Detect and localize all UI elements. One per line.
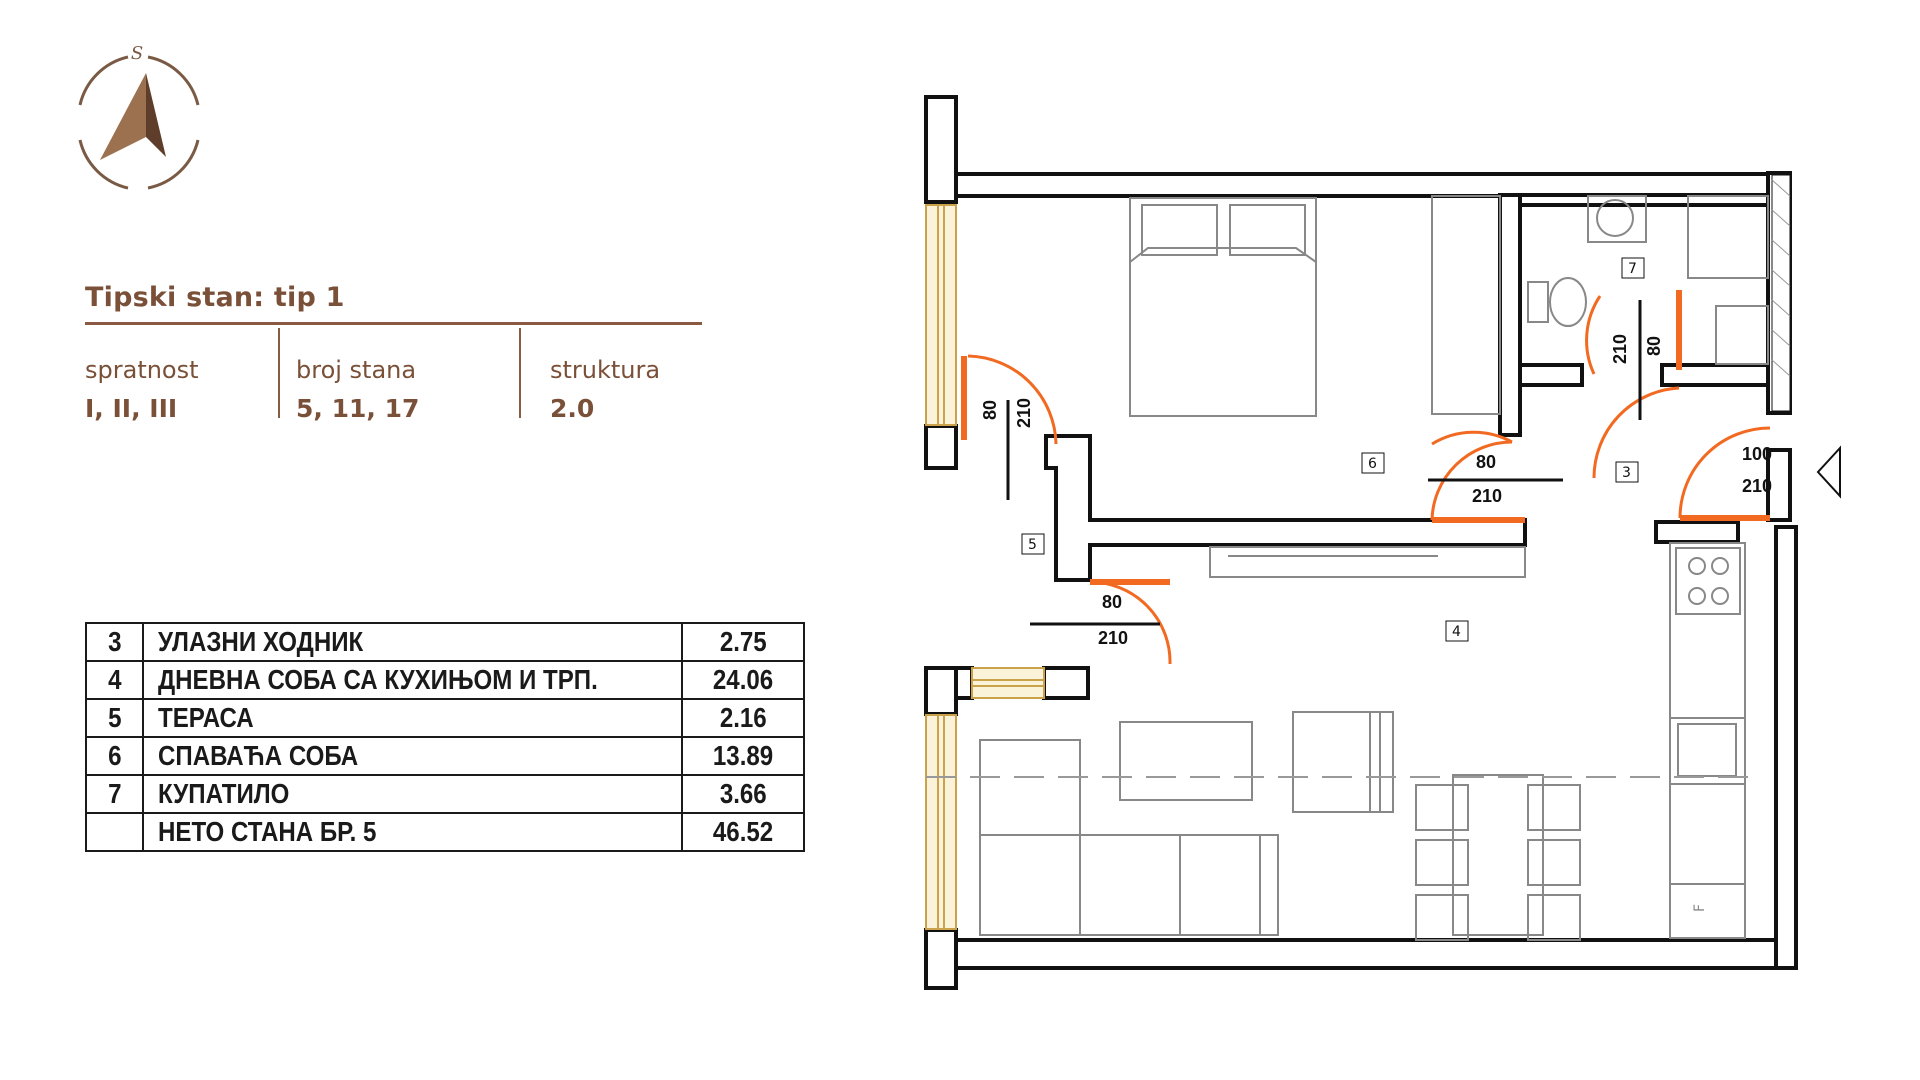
room-area: 2.16	[719, 702, 767, 733]
title-rule	[85, 322, 702, 325]
door-dim-height: 210	[1014, 398, 1034, 428]
info-apartment-number: broj stana 5, 11, 17	[296, 356, 419, 423]
info-structure-label: struktura	[550, 356, 661, 384]
info-divider	[519, 328, 521, 418]
room-area: 24.06	[712, 664, 774, 695]
dimension-lines	[1006, 300, 1642, 626]
room-area: 3.66	[719, 778, 767, 809]
total-label: НЕТО СТАНА БР. 5	[158, 816, 377, 847]
floor-plan: F 80 210 80 210 80 210 100 210 80 210	[924, 95, 1841, 990]
door-dim-width: 100	[1742, 444, 1772, 464]
table-row-total: НЕТО СТАНА БР. 5 46.52	[85, 812, 805, 852]
furniture	[979, 195, 1769, 941]
door-dim-height: 210	[1742, 476, 1772, 496]
table-row: 3 УЛАЗНИ ХОДНИК 2.75	[85, 622, 805, 662]
table-row: 5 ТЕРАСА 2.16	[85, 698, 805, 738]
table-row: 4 ДНЕВНА СОБА СА КУХИЊОМ И ТРП. 24.06	[85, 660, 805, 700]
door-dim-width: 80	[1102, 592, 1122, 612]
windows	[925, 204, 1045, 930]
wardrobe	[1431, 195, 1501, 415]
info-structure: struktura 2.0	[550, 356, 660, 423]
room-number: 5	[107, 702, 122, 733]
room-tag: 4	[1452, 624, 1461, 640]
info-floors: spratnost I, II, III	[85, 356, 199, 423]
info-structure-value: 2.0	[550, 394, 595, 423]
room-name: СПАВАЋА СОБА	[158, 740, 359, 771]
room-number: 3	[107, 626, 122, 657]
room-name: ТЕРАСА	[158, 702, 254, 733]
compass-icon: S	[78, 45, 200, 190]
page-title: Tipski stan: tip 1	[85, 282, 345, 313]
info-apartment-label: broj stana	[296, 356, 417, 384]
walls	[924, 95, 1798, 990]
door-dim-height: 210	[1098, 628, 1128, 648]
info-divider	[278, 328, 280, 418]
room-area-table: 3 УЛАЗНИ ХОДНИК 2.75 4 ДНЕВНА СОБА СА КУ…	[85, 622, 805, 852]
room-number: 6	[107, 740, 122, 771]
room-tag: 3	[1622, 465, 1631, 481]
door-dim-width: 80	[1476, 452, 1496, 472]
fridge-label: F	[1692, 904, 1708, 912]
room-tags: 6 3 5 4 7	[1021, 257, 1645, 642]
room-name: УЛАЗНИ ХОДНИК	[158, 626, 364, 657]
room-name: КУПАТИЛО	[158, 778, 290, 809]
table-row: 7 КУПАТИЛО 3.66	[85, 774, 805, 814]
hatched-wall	[1771, 174, 1791, 412]
room-tag: 6	[1368, 456, 1377, 472]
door-dim-height: 210	[1472, 486, 1502, 506]
info-apartment-value: 5, 11, 17	[296, 394, 420, 423]
entrance-arrow-icon	[1816, 445, 1841, 499]
door-dim-width: 80	[980, 400, 1000, 420]
door-dim-height: 210	[1610, 334, 1630, 364]
room-area: 2.75	[719, 626, 767, 657]
door-dim-width: 80	[1644, 336, 1664, 356]
info-floors-value: I, II, III	[85, 394, 178, 423]
room-number: 4	[107, 664, 122, 695]
table-row: 6 СПАВАЋА СОБА 13.89	[85, 736, 805, 776]
bed	[1129, 197, 1317, 417]
room-name: ДНЕВНА СОБА СА КУХИЊОМ И ТРП.	[158, 664, 598, 695]
info-floors-label: spratnost	[85, 356, 199, 384]
compass-letter: S	[131, 45, 143, 64]
total-area: 46.52	[712, 816, 774, 847]
dimension-labels: 80 210 80 210 80 210 100 210 80 210	[980, 334, 1772, 648]
room-tag: 7	[1628, 261, 1637, 277]
room-tag: 5	[1028, 537, 1037, 553]
room-number: 7	[107, 778, 122, 809]
room-area: 13.89	[712, 740, 774, 771]
doors	[961, 290, 1771, 665]
